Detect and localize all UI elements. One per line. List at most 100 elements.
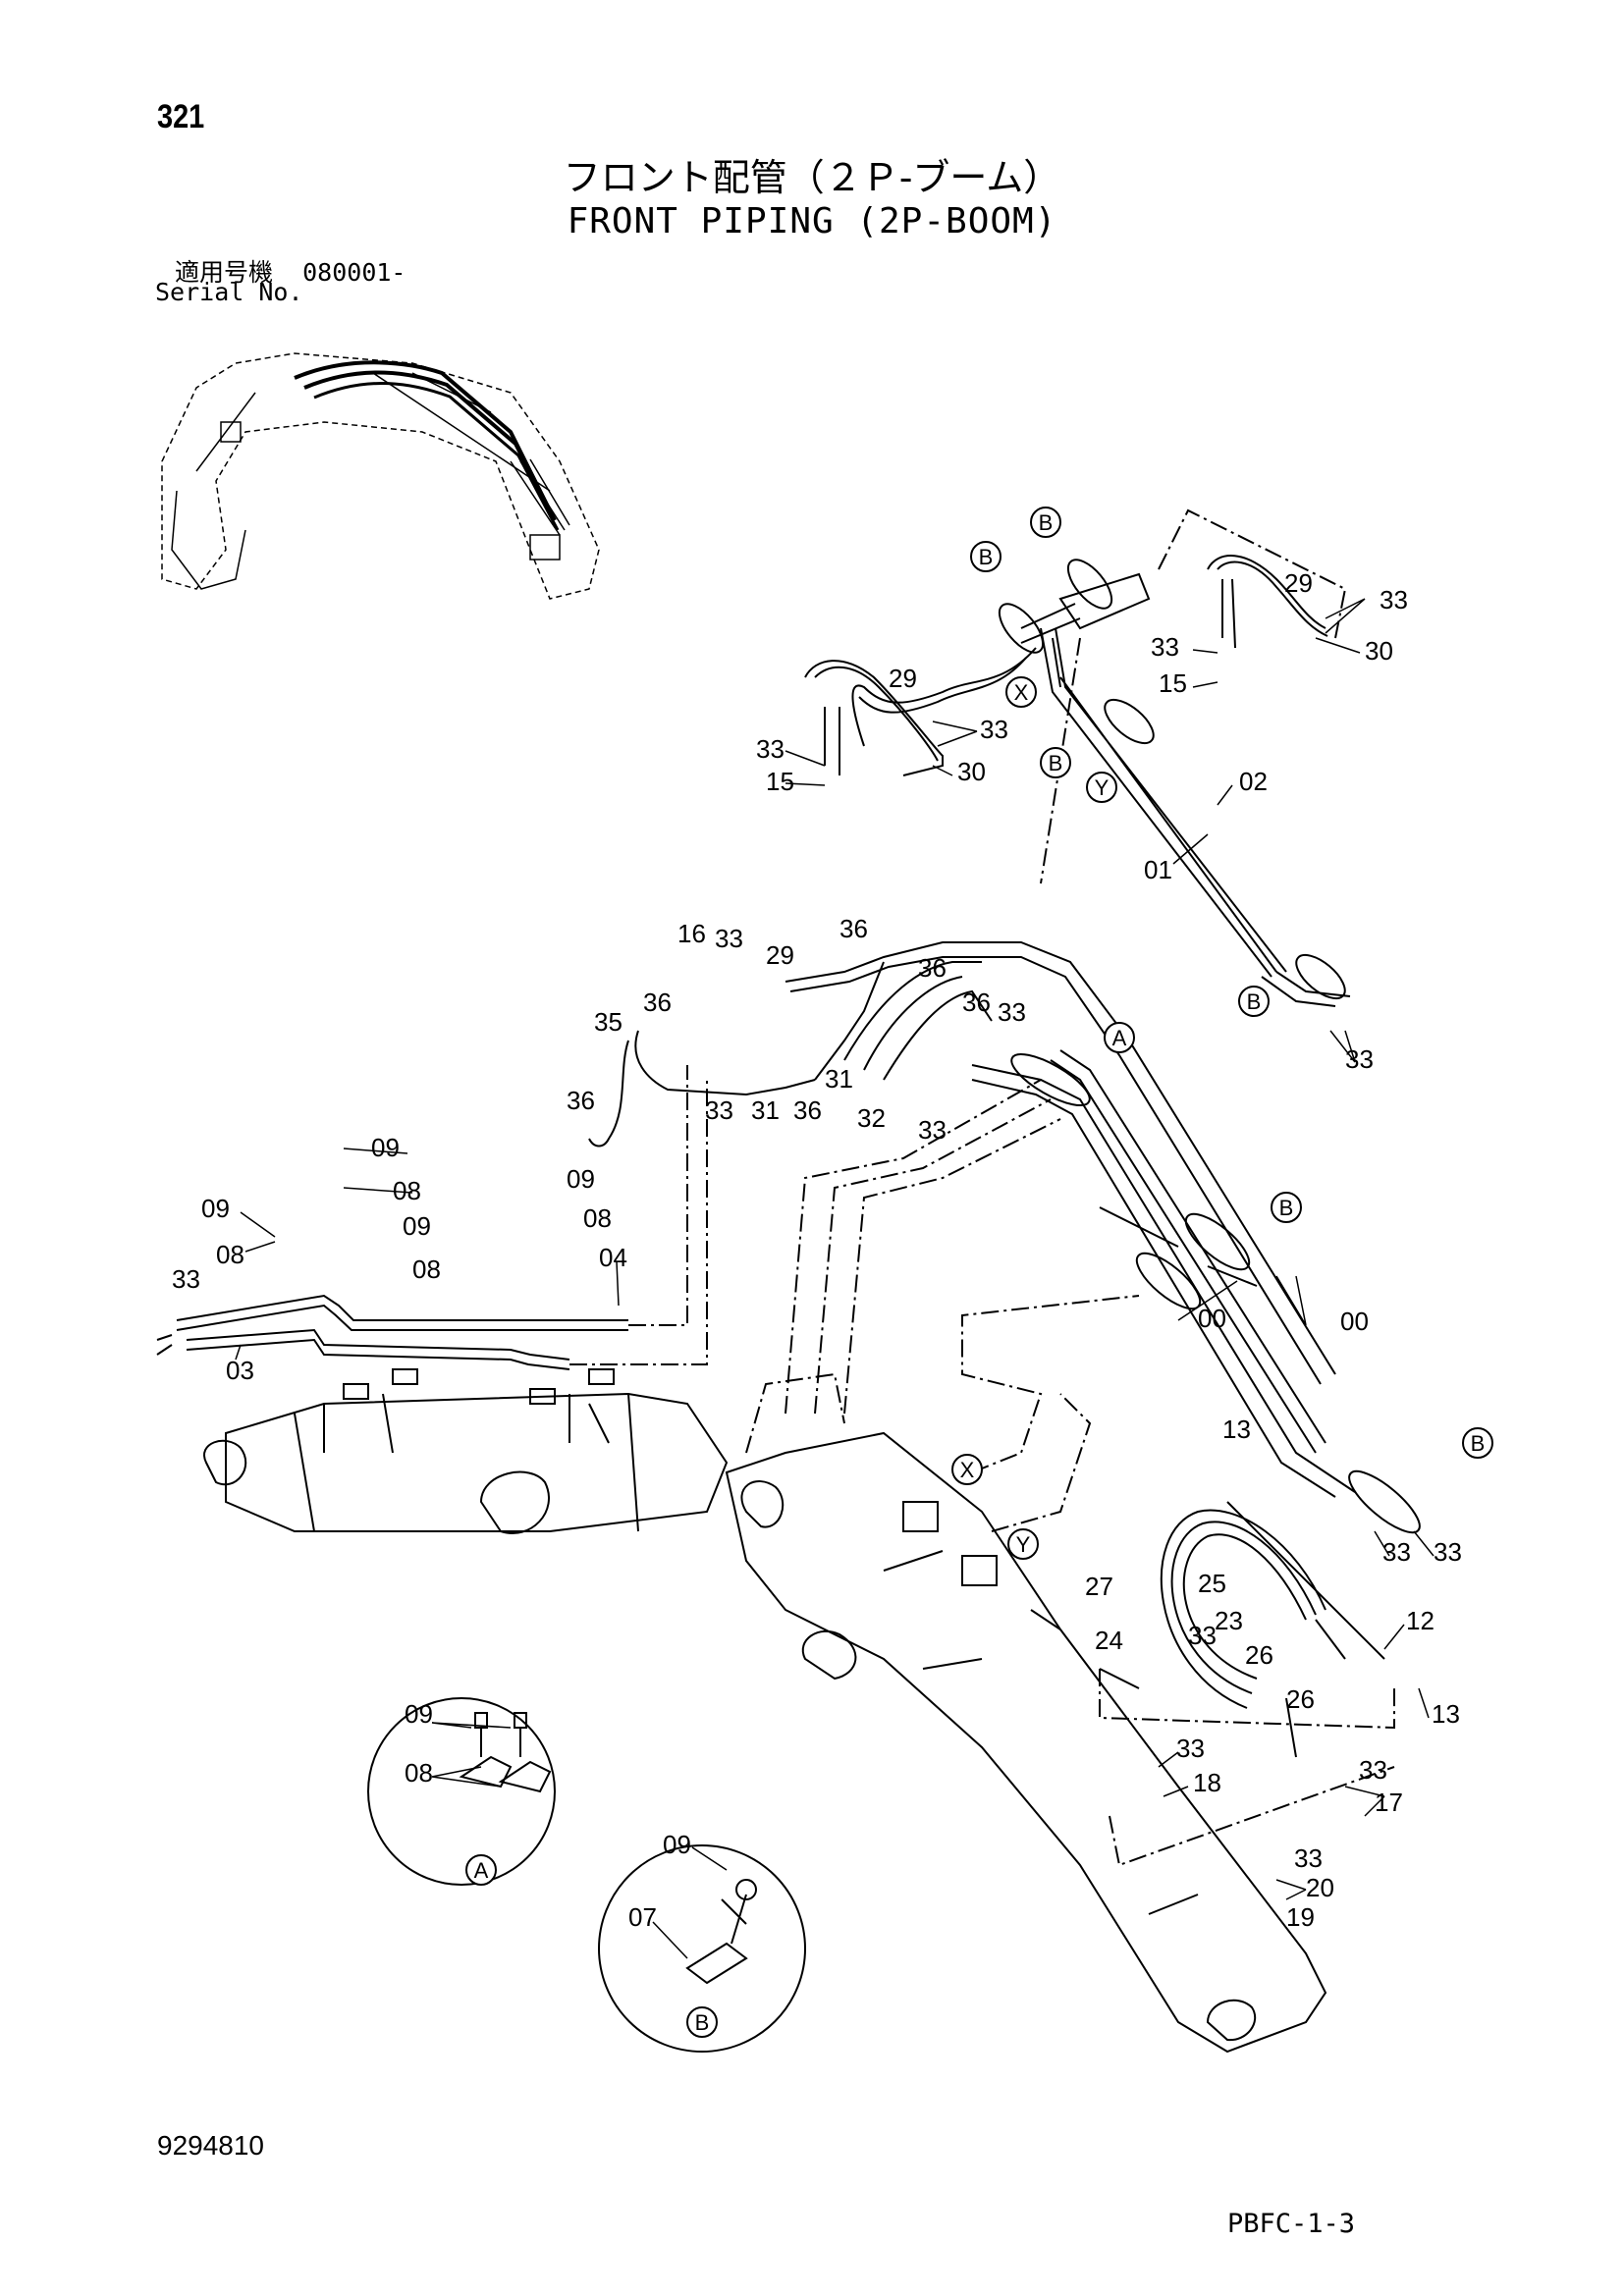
callout-03: 03 bbox=[226, 1356, 254, 1385]
callout-33: 33 bbox=[998, 997, 1026, 1027]
callout-33: 33 bbox=[980, 715, 1008, 744]
page-title-english: FRONT PIPING (2P-BOOM) bbox=[567, 201, 1057, 241]
callout-31: 31 bbox=[825, 1064, 853, 1094]
callout-35: 35 bbox=[594, 1007, 623, 1037]
upper-hose-assembly bbox=[804, 508, 1351, 1007]
view-marker-x: X bbox=[951, 1454, 983, 1485]
callout-27: 27 bbox=[1085, 1572, 1113, 1601]
page-number: 321 bbox=[157, 98, 205, 135]
svg-text:B: B bbox=[1039, 510, 1054, 535]
callout-09: 09 bbox=[403, 1211, 431, 1241]
svg-text:B: B bbox=[1049, 751, 1063, 775]
callout-08: 08 bbox=[216, 1240, 244, 1269]
serial-label-english: Serial No. bbox=[155, 278, 303, 306]
page-title-japanese: フロント配管（２Ｐ-ブーム） bbox=[563, 156, 1061, 199]
detail-a-parts bbox=[459, 1712, 552, 1793]
callout-15: 15 bbox=[1159, 668, 1187, 698]
document-number: 9294810 bbox=[157, 2130, 265, 2161]
callout-25: 25 bbox=[1198, 1569, 1226, 1598]
callout-36: 36 bbox=[839, 914, 868, 943]
detail-view-b-circle bbox=[598, 1844, 806, 2053]
callout-30: 30 bbox=[957, 757, 986, 786]
svg-text:A: A bbox=[474, 1858, 489, 1883]
callout-09: 09 bbox=[663, 1830, 691, 1859]
serial-applicability: 適用号機 080001- bbox=[175, 253, 406, 289]
callout-29: 29 bbox=[889, 664, 917, 693]
view-marker-b: B bbox=[1238, 986, 1270, 1017]
callout-33: 33 bbox=[1345, 1044, 1374, 1074]
callout-33: 33 bbox=[756, 734, 785, 764]
view-marker-y: Y bbox=[1007, 1528, 1039, 1560]
svg-text:B: B bbox=[1279, 1196, 1294, 1220]
page-code: PBFC-1-3 bbox=[1227, 2209, 1356, 2239]
callout-00: 00 bbox=[1198, 1304, 1226, 1333]
detail-view-a-circle bbox=[367, 1697, 556, 1886]
callout-18: 18 bbox=[1193, 1768, 1221, 1797]
callout-08: 08 bbox=[412, 1255, 441, 1284]
callout-33: 33 bbox=[1380, 585, 1408, 614]
callout-08: 08 bbox=[405, 1758, 433, 1788]
callout-09: 09 bbox=[405, 1699, 433, 1729]
callout-31: 31 bbox=[751, 1095, 780, 1125]
callout-33: 33 bbox=[1188, 1621, 1217, 1650]
svg-text:X: X bbox=[960, 1458, 975, 1482]
detail-b-parts bbox=[685, 1879, 757, 1985]
callout-15: 15 bbox=[766, 767, 794, 796]
view-marker-b: B bbox=[1040, 747, 1071, 778]
svg-text:B: B bbox=[1471, 1431, 1486, 1456]
callout-33: 33 bbox=[705, 1095, 733, 1125]
svg-text:B: B bbox=[695, 2010, 710, 2035]
callout-16: 16 bbox=[677, 919, 706, 948]
view-marker-y: Y bbox=[1086, 772, 1117, 803]
callout-32: 32 bbox=[857, 1103, 886, 1133]
view-marker-x: X bbox=[1005, 676, 1037, 708]
callout-36: 36 bbox=[918, 953, 947, 983]
boom-foot-body bbox=[203, 1368, 729, 1534]
svg-text:Y: Y bbox=[1016, 1532, 1031, 1557]
pipes-03-04 bbox=[156, 1065, 708, 1370]
serial-value: 080001- bbox=[302, 258, 406, 287]
callout-13: 13 bbox=[1432, 1699, 1460, 1729]
callout-36: 36 bbox=[643, 988, 672, 1017]
serial-label-japanese: 適用号機 bbox=[175, 258, 274, 287]
callout-36: 36 bbox=[567, 1086, 595, 1115]
svg-text:Y: Y bbox=[1095, 775, 1110, 800]
svg-text:X: X bbox=[1014, 680, 1029, 705]
callout-30: 30 bbox=[1365, 636, 1393, 666]
callout-33: 33 bbox=[1151, 632, 1179, 662]
view-marker-b: B bbox=[1030, 507, 1061, 538]
callout-24: 24 bbox=[1095, 1626, 1123, 1655]
view-marker-b: B bbox=[1271, 1192, 1302, 1223]
callout-33: 33 bbox=[1359, 1755, 1387, 1785]
callout-01: 01 bbox=[1144, 855, 1172, 884]
svg-text:A: A bbox=[1112, 1026, 1127, 1050]
callout-26: 26 bbox=[1286, 1684, 1315, 1714]
arm-hoses bbox=[1099, 1501, 1395, 1915]
view-marker-a: A bbox=[465, 1854, 497, 1886]
callout-33: 33 bbox=[918, 1115, 947, 1145]
callout-33: 33 bbox=[172, 1264, 200, 1294]
callout-08: 08 bbox=[583, 1203, 612, 1233]
svg-text:B: B bbox=[1247, 989, 1262, 1014]
callout-36: 36 bbox=[962, 988, 991, 1017]
callout-23: 23 bbox=[1215, 1606, 1243, 1635]
callout-09: 09 bbox=[567, 1164, 595, 1194]
view-marker-b: B bbox=[686, 2006, 718, 2038]
callout-36: 36 bbox=[793, 1095, 822, 1125]
view-marker-b: B bbox=[970, 541, 1001, 572]
overview-thumbnail bbox=[161, 352, 600, 600]
callout-33: 33 bbox=[1294, 1843, 1323, 1873]
callout-09: 09 bbox=[371, 1133, 400, 1162]
callout-02: 02 bbox=[1239, 767, 1268, 796]
view-marker-a: A bbox=[1104, 1022, 1135, 1053]
callout-08: 08 bbox=[393, 1176, 421, 1205]
callout-04: 04 bbox=[599, 1243, 627, 1272]
main-boom-body bbox=[725, 1079, 1327, 2054]
svg-text:B: B bbox=[979, 545, 994, 569]
callout-26: 26 bbox=[1245, 1640, 1273, 1670]
callout-33: 33 bbox=[715, 924, 743, 953]
callout-33: 33 bbox=[1434, 1537, 1462, 1567]
callout-29: 29 bbox=[766, 940, 794, 970]
callout-13: 13 bbox=[1222, 1415, 1251, 1444]
callout-29: 29 bbox=[1284, 568, 1313, 598]
